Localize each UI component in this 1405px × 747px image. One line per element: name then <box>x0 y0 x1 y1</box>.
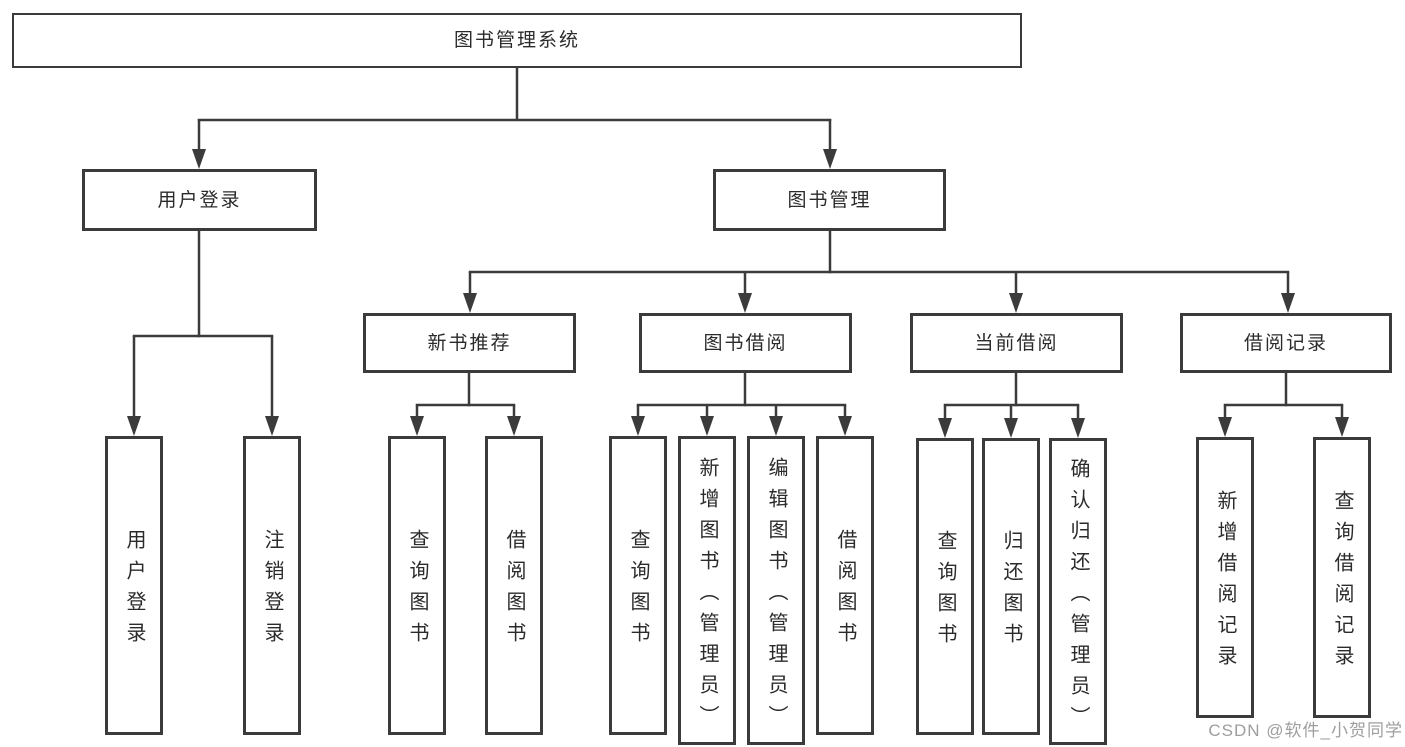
node-current-borrowing: 当前借阅 <box>910 313 1123 373</box>
leaf-confirm-return-admin-label: 确认归还（管理员） <box>1067 457 1089 737</box>
leaf-return-book: 归还图书 <box>982 438 1040 735</box>
node-user-login-branch-label: 用户登录 <box>157 189 242 211</box>
leaf-query-books-recommend: 查询图书 <box>388 436 446 735</box>
leaf-query-borrow-record-label: 查询借阅记录 <box>1331 490 1353 676</box>
leaf-add-borrow-record-label: 新增借阅记录 <box>1214 490 1236 676</box>
leaf-logout: 注销登录 <box>243 436 301 735</box>
leaf-add-book-admin: 新增图书（管理员） <box>678 436 736 745</box>
leaf-query-books-current-label: 查询图书 <box>934 530 956 654</box>
node-book-management-branch: 图书管理 <box>713 169 946 231</box>
node-user-login-branch: 用户登录 <box>82 169 317 231</box>
node-library-management-system: 图书管理系统 <box>12 13 1022 68</box>
node-new-book-recommend-label: 新书推荐 <box>427 332 512 354</box>
node-library-management-system-label: 图书管理系统 <box>453 30 580 51</box>
node-borrowing-records-label: 借阅记录 <box>1243 332 1328 354</box>
leaf-edit-book-admin-label: 编辑图书（管理员） <box>765 456 787 736</box>
node-borrowing-records: 借阅记录 <box>1180 313 1392 373</box>
leaf-query-books-current: 查询图书 <box>916 438 974 735</box>
leaf-logout-label: 注销登录 <box>261 529 283 653</box>
node-book-borrowing: 图书借阅 <box>639 313 852 373</box>
leaf-user-login: 用户登录 <box>105 436 163 735</box>
node-current-borrowing-label: 当前借阅 <box>974 332 1059 354</box>
arrowheads <box>127 149 1349 438</box>
leaf-query-borrow-record: 查询借阅记录 <box>1313 437 1371 718</box>
leaf-query-books-borrowing: 查询图书 <box>609 436 667 735</box>
leaf-add-borrow-record: 新增借阅记录 <box>1196 437 1254 718</box>
node-book-borrowing-label: 图书借阅 <box>703 332 788 354</box>
leaf-return-book-label: 归还图书 <box>1000 530 1022 654</box>
node-book-management-branch-label: 图书管理 <box>787 189 872 211</box>
node-new-book-recommend: 新书推荐 <box>363 313 576 373</box>
leaf-add-book-admin-label: 新增图书（管理员） <box>696 456 718 736</box>
leaf-query-books-recommend-label: 查询图书 <box>406 529 428 653</box>
leaf-borrow-books-recommend-label: 借阅图书 <box>503 529 525 653</box>
watermark-csdn: CSDN @软件_小贺同学 <box>1208 721 1403 740</box>
leaf-edit-book-admin: 编辑图书（管理员） <box>747 436 805 745</box>
leaf-query-books-borrowing-label: 查询图书 <box>627 529 649 653</box>
leaf-borrow-books-borrowing: 借阅图书 <box>816 436 874 735</box>
leaf-confirm-return-admin: 确认归还（管理员） <box>1049 438 1107 745</box>
leaf-borrow-books-recommend: 借阅图书 <box>485 436 543 735</box>
leaf-borrow-books-borrowing-label: 借阅图书 <box>834 529 856 653</box>
leaf-user-login-label: 用户登录 <box>123 529 145 653</box>
